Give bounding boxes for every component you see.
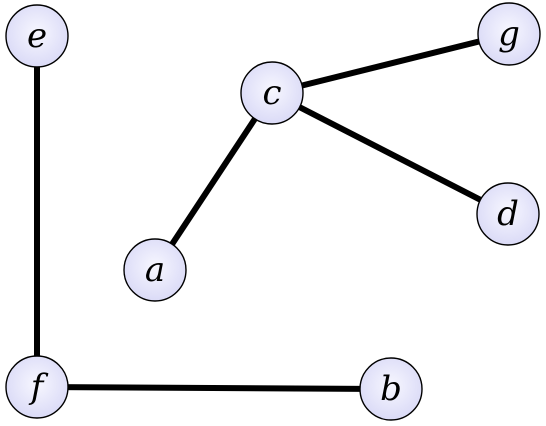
edges-layer <box>34 31 510 392</box>
node-circle-c <box>240 61 304 125</box>
node-circle-e <box>5 4 69 68</box>
node-d: d <box>476 182 540 246</box>
node-label-g: g <box>498 14 520 54</box>
node-label-a: a <box>145 250 165 290</box>
node-e: e <box>5 4 69 68</box>
node-label-c: c <box>262 73 281 113</box>
node-circle-g <box>477 2 541 66</box>
node-b: b <box>359 357 423 421</box>
node-c: c <box>240 61 304 125</box>
node-g: g <box>477 2 541 66</box>
node-label-b: b <box>380 369 402 409</box>
edge-c-d <box>270 90 510 217</box>
node-label-e: e <box>27 16 47 56</box>
node-f: f <box>5 355 69 419</box>
node-circle-b <box>359 357 423 421</box>
node-circle-d <box>476 182 540 246</box>
edge-f-b <box>36 384 392 392</box>
nodes-layer: e g c d a f b <box>5 2 541 421</box>
node-circle-f <box>5 355 69 419</box>
node-circle-a <box>123 238 187 302</box>
edge-c-a <box>152 91 275 272</box>
node-label-d: d <box>497 194 519 234</box>
edge-c-g <box>271 31 510 96</box>
node-a: a <box>123 238 187 302</box>
